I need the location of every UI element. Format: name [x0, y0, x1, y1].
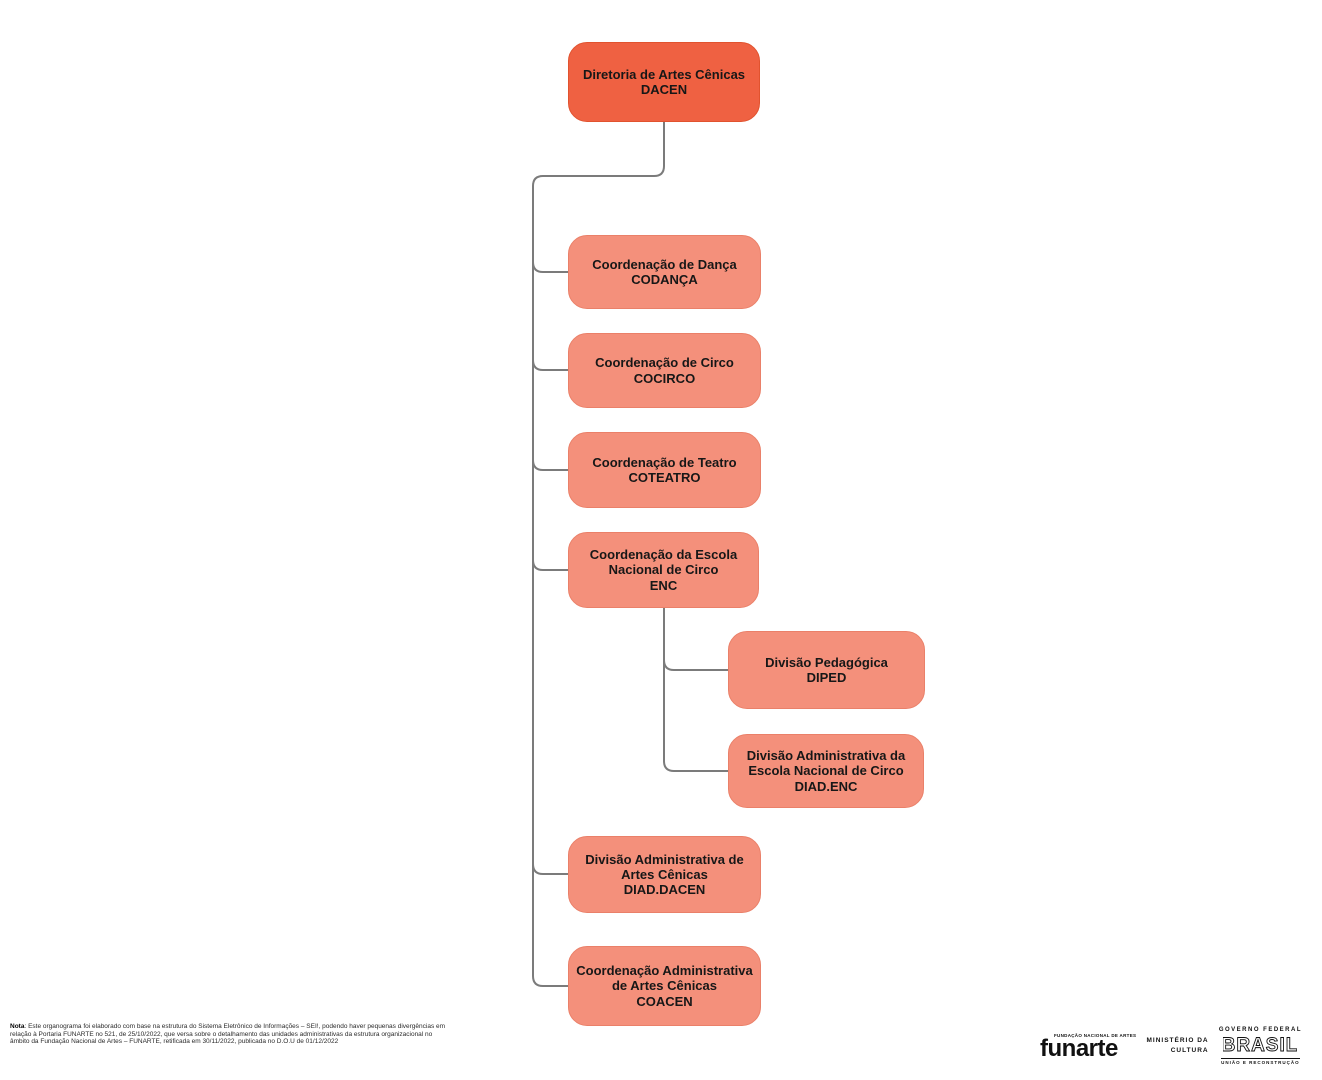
org-node-dacen: Diretoria de Artes Cênicas DACEN [568, 42, 760, 122]
connector-branch-codanca [532, 261, 568, 273]
connector-branch-cocirco [532, 359, 568, 371]
org-node-title: Diretoria de Artes Cênicas [582, 66, 746, 82]
org-node-acronym: CODANÇA [631, 272, 698, 287]
ministerio-line2: CULTURA [1170, 1047, 1209, 1054]
org-node-diped: Divisão Pedagógica DIPED [728, 631, 925, 709]
org-node-acronym: COCIRCO [633, 370, 696, 386]
funarte-logo: FUNDAÇÃO NACIONAL DE ARTES funarte [1040, 1033, 1136, 1060]
org-node-acronym: DIPED [806, 670, 847, 685]
org-node-enc: Coordenação da Escola Nacional de Circo … [568, 532, 759, 608]
connector-branch-diad-dacen [532, 863, 568, 875]
footnote-line: relação à Portaria FUNARTE no 521, de 25… [10, 1030, 433, 1038]
svg-text:BRASIL: BRASIL [1223, 1035, 1297, 1056]
org-node-coacen: Coordenação Administrativa de Artes Cêni… [568, 946, 761, 1026]
funarte-logo-wordmark: funarte [1040, 1034, 1118, 1062]
org-node-title: Coordenação Administrativa de Artes Cêni… [576, 963, 753, 994]
org-node-title: Coordenação de Circo [595, 355, 734, 371]
footnote-line: Nota: Este organograma foi elaborado com… [10, 1023, 446, 1030]
org-node-diad-dacen: Divisão Administrativa de Artes Cênicas … [568, 836, 761, 913]
org-node-acronym: COACEN [636, 993, 693, 1009]
org-node-title: Divisão Administrativa de Artes Cênicas [585, 851, 744, 882]
footer-logos: FUNDAÇÃO NACIONAL DE ARTES funarte MINIS… [1040, 1020, 1302, 1072]
ministerio-line1: MINISTÉRIO DA [1146, 1037, 1209, 1045]
brasil-wordmark: BRASIL [1223, 1035, 1297, 1057]
org-node-diad-enc: Divisão Administrativa da Escola Naciona… [728, 734, 924, 808]
funarte-logo-subtitle: FUNDAÇÃO NACIONAL DE ARTES [1054, 1032, 1137, 1038]
org-node-acronym: DIAD.DACEN [623, 882, 706, 898]
org-node-title: Divisão Administrativa da Escola Naciona… [746, 748, 906, 779]
org-node-acronym: ENC [649, 577, 678, 593]
ministerio-cultura-logo: MINISTÉRIO DA CULTURA [1147, 1036, 1209, 1056]
org-node-coteatro: Coordenação de Teatro COTEATRO [568, 432, 761, 508]
org-node-acronym: DIAD.ENC [794, 778, 858, 794]
connector-enc-trunk [663, 608, 728, 772]
org-node-title: Coordenação da Escola Nacional de Circo [589, 547, 738, 578]
org-node-title: Coordenação de Dança [592, 256, 737, 272]
org-node-acronym: DACEN [640, 82, 688, 97]
footnote-line: âmbito da Fundação Nacional de Artes – F… [10, 1038, 339, 1046]
connector-branch-coteatro [532, 459, 568, 471]
governo-federal-label: GOVERNO FEDERAL [1218, 1027, 1302, 1033]
uniao-reconstrucao-label: UNIÃO E RECONSTRUÇÃO [1221, 1058, 1300, 1065]
footnote: Nota: Este organograma foi elaborado com… [10, 1023, 480, 1046]
org-node-cocirco: Coordenação de Circo COCIRCO [568, 333, 761, 408]
org-node-codanca: Coordenação de Dança CODANÇA [568, 235, 761, 309]
connector-branch-diped [663, 659, 728, 671]
org-node-acronym: COTEATRO [628, 470, 701, 485]
org-node-title: Coordenação de Teatro [592, 454, 737, 470]
footnote-label: Nota [10, 1023, 25, 1030]
connector-branch-enc [532, 559, 568, 571]
governo-federal-logo: GOVERNO FEDERAL BRASIL UNIÃO E RECONSTRU… [1219, 1027, 1302, 1065]
org-node-title: Divisão Pedagógica [765, 654, 888, 670]
